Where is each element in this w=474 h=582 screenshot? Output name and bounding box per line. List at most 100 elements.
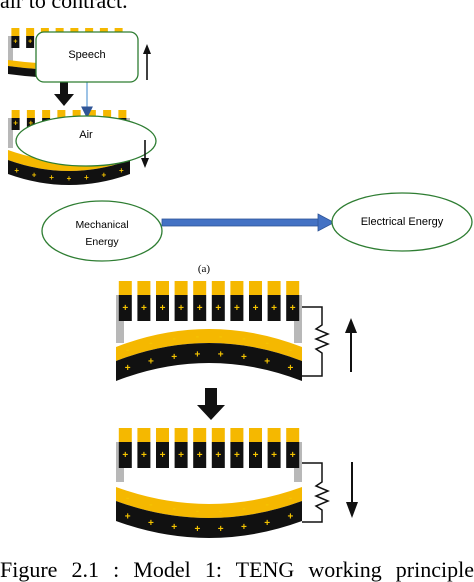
plus-sign: + (253, 450, 259, 461)
mechanical-label-2: Energy (85, 236, 119, 248)
minus-sign: - (242, 504, 245, 515)
plus-sign: + (29, 118, 34, 127)
electrode-finger-tip (230, 428, 244, 442)
minus-sign: - (126, 493, 129, 504)
electrode-finger (118, 295, 132, 321)
electrode-finger-tip (11, 28, 20, 36)
minus-sign: - (196, 506, 199, 517)
large-device-top: ++++++++++-+-+-+-+-+-+-+-+ (116, 281, 302, 381)
large-device-bottom: ++++++++++-+-+-+-+-+-+-+-+ (116, 428, 302, 538)
plus-sign: + (194, 524, 200, 535)
plus-sign: + (215, 450, 221, 461)
plus-sign: + (13, 118, 18, 127)
plus-sign: + (234, 450, 240, 461)
resistor-circuit-top (302, 306, 330, 377)
electrode-finger (118, 442, 132, 468)
plus-sign: + (271, 303, 277, 314)
plus-sign: + (171, 522, 177, 533)
plus-sign: + (122, 303, 128, 314)
plus-sign: + (197, 303, 203, 314)
electrode-finger-tip (286, 428, 300, 442)
electrode-finger-tip (137, 428, 151, 442)
electrode-finger (174, 295, 188, 321)
electrical-energy-ellipse: Electrical Energy (331, 192, 473, 252)
plus-sign: + (171, 352, 177, 363)
speech-label: Speech (68, 49, 105, 61)
small-down-arrow (54, 80, 74, 106)
electrode-finger-tip (230, 281, 244, 295)
electrode-finger (211, 295, 225, 321)
electrode-finger (267, 442, 281, 468)
plus-sign: + (13, 38, 17, 45)
plus-sign: + (125, 511, 131, 522)
electrode-finger-tip (26, 110, 35, 118)
electrode-finger (11, 36, 20, 48)
plus-sign: + (67, 174, 72, 183)
up-current-arrow (345, 318, 357, 372)
plus-sign: + (290, 303, 296, 314)
plus-sign: + (160, 450, 166, 461)
minus-sign: - (219, 331, 222, 342)
electrode-finger (26, 36, 35, 48)
mechanical-label-1: Mechanical (75, 219, 128, 231)
electrode-finger-tip (118, 428, 132, 442)
plus-sign: + (290, 450, 296, 461)
electrode-finger-tip (193, 428, 207, 442)
plus-sign: + (271, 450, 277, 461)
electrode-finger-tip (118, 281, 132, 295)
plus-sign: + (102, 170, 107, 179)
minus-sign: - (149, 338, 152, 349)
electrode-finger-tip (118, 110, 127, 118)
mechanical-energy-ellipse: Mechanical Energy (41, 200, 163, 262)
electrode-finger (193, 442, 207, 468)
plus-sign: + (14, 166, 19, 175)
electrode-finger-tip (26, 28, 35, 36)
plus-sign: + (32, 170, 37, 179)
body-text-fragment: air to contract. (0, 0, 128, 13)
teng-diagram: + + + + + + + + + + + + + + + + + + + + + + + Speech Air (8, 28, 473, 538)
dielectric-film (116, 329, 302, 361)
small-side-down-arrow (141, 140, 149, 168)
minus-sign: - (289, 493, 292, 504)
electrode-finger (249, 295, 262, 321)
small-up-arrow (143, 44, 151, 80)
plus-sign: + (253, 303, 259, 314)
speech-box: Speech (35, 31, 139, 83)
plus-sign: + (218, 350, 224, 361)
minus-sign: - (265, 338, 268, 349)
electrode-finger-tip (72, 110, 81, 118)
minus-sign: - (172, 504, 175, 515)
electrode-finger (286, 442, 300, 468)
electrode-finger (156, 295, 169, 321)
plus-sign: + (234, 303, 240, 314)
electrode-finger-tip (267, 428, 281, 442)
electrode-finger (286, 295, 300, 321)
electrode-finger (249, 442, 262, 468)
air-label: Air (79, 129, 93, 141)
plus-sign: + (194, 350, 200, 361)
electrode-finger-tip (211, 428, 225, 442)
bottom-electrode (116, 343, 302, 381)
electrode-finger-tip (156, 281, 169, 295)
electrode-finger-tip (42, 110, 51, 118)
electrode-finger (137, 442, 151, 468)
minus-sign: - (219, 506, 222, 517)
plus-sign: + (148, 518, 154, 529)
dielectric-film (116, 487, 302, 518)
electrode-finger-tip (57, 110, 66, 118)
electrode-finger-tip (286, 281, 300, 295)
plus-sign: + (241, 522, 247, 533)
bottom-electrode (8, 160, 130, 185)
electrode-finger-tip (249, 281, 262, 295)
electrode-finger (230, 442, 244, 468)
electrode-finger (156, 442, 169, 468)
minus-sign: - (265, 499, 268, 510)
plus-sign: + (125, 363, 131, 374)
electrode-finger (174, 442, 188, 468)
plus-sign: + (148, 356, 154, 367)
electrode-finger-tip (11, 110, 20, 118)
bottom-electrode (116, 501, 302, 538)
panel-mark: (a) (198, 263, 211, 275)
plus-sign: + (160, 303, 166, 314)
